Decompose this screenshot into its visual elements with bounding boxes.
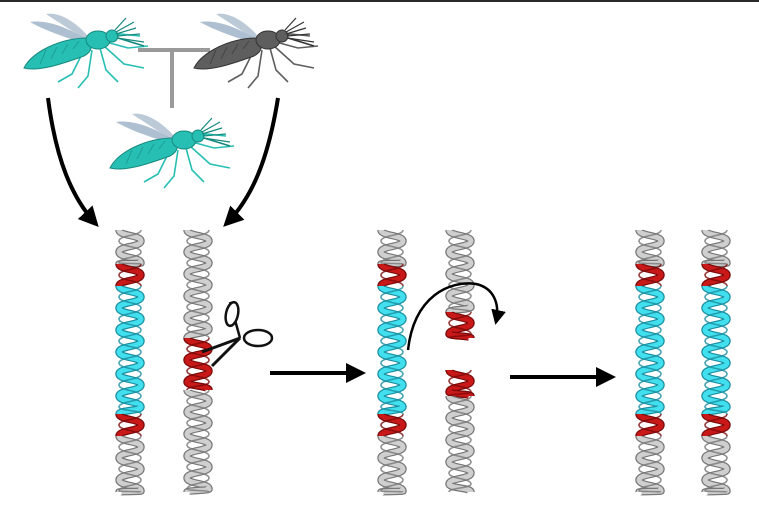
mosquito-legs	[57, 33, 149, 89]
dna-segment-cyan	[635, 284, 665, 418]
dna-segment-red	[445, 310, 475, 342]
wild-type-mosquito-icon	[193, 13, 319, 89]
dna-segment-cyan	[377, 284, 407, 418]
mosquito-wing	[200, 21, 254, 42]
gene-drive-mosquito-icon	[23, 13, 149, 89]
dna-segment-red	[377, 412, 407, 438]
dna-segment-red	[701, 262, 731, 288]
chromosome-wild	[183, 228, 213, 496]
dna-segment-red	[377, 262, 407, 288]
dna-segment-grey	[183, 228, 213, 340]
mosquito-abdomen	[23, 37, 92, 70]
cross-lines	[138, 48, 210, 108]
dna-segment-grey	[377, 434, 407, 496]
dna-segment-grey	[183, 388, 213, 496]
dna-segment-red	[635, 262, 665, 288]
dna-segment-grey	[701, 228, 731, 268]
dna-segment-grey	[445, 228, 475, 316]
stage-cut	[115, 228, 213, 496]
chromosomes	[115, 228, 731, 496]
dna-segment-red	[183, 336, 213, 393]
mosquito-wing	[30, 21, 84, 42]
dna-segment-grey	[115, 228, 145, 268]
dna-segment-grey	[701, 434, 731, 496]
chromosome-drive-a	[635, 228, 665, 496]
dna-segment-red	[115, 412, 145, 438]
dna-segment-red	[635, 412, 665, 438]
chromosome-broken	[445, 228, 475, 495]
dna-segment-red	[701, 412, 731, 438]
mosquito-abdomen	[193, 37, 262, 70]
dna-segment-grey	[377, 228, 407, 268]
stage-converted	[635, 228, 731, 496]
inherit-arrow-left	[46, 97, 99, 227]
dna-segment-grey	[445, 394, 475, 495]
mosquito-wing	[46, 13, 88, 40]
mosquito-abdomen	[109, 137, 178, 170]
dna-segment-grey	[635, 434, 665, 496]
scissors-icon	[201, 300, 274, 368]
dna-segment-grey	[635, 228, 665, 268]
inherit-arrow-right	[223, 97, 280, 227]
chromosome-drive	[377, 228, 407, 496]
stage-repair	[377, 228, 475, 496]
mosquito-wing	[116, 121, 170, 142]
chromosome-drive-b	[701, 228, 731, 496]
mosquito-wing	[216, 13, 258, 40]
dna-segment-cyan	[701, 284, 731, 418]
copy-arrow	[406, 282, 506, 351]
offspring-mosquito-icon	[109, 113, 235, 189]
dna-segment-grey	[115, 434, 145, 496]
chromosome-drive	[115, 228, 145, 496]
mosquito-wing	[132, 113, 174, 140]
dna-segment-red	[445, 368, 475, 400]
dna-segment-cyan	[115, 284, 145, 418]
dna-segment-red	[115, 262, 145, 288]
